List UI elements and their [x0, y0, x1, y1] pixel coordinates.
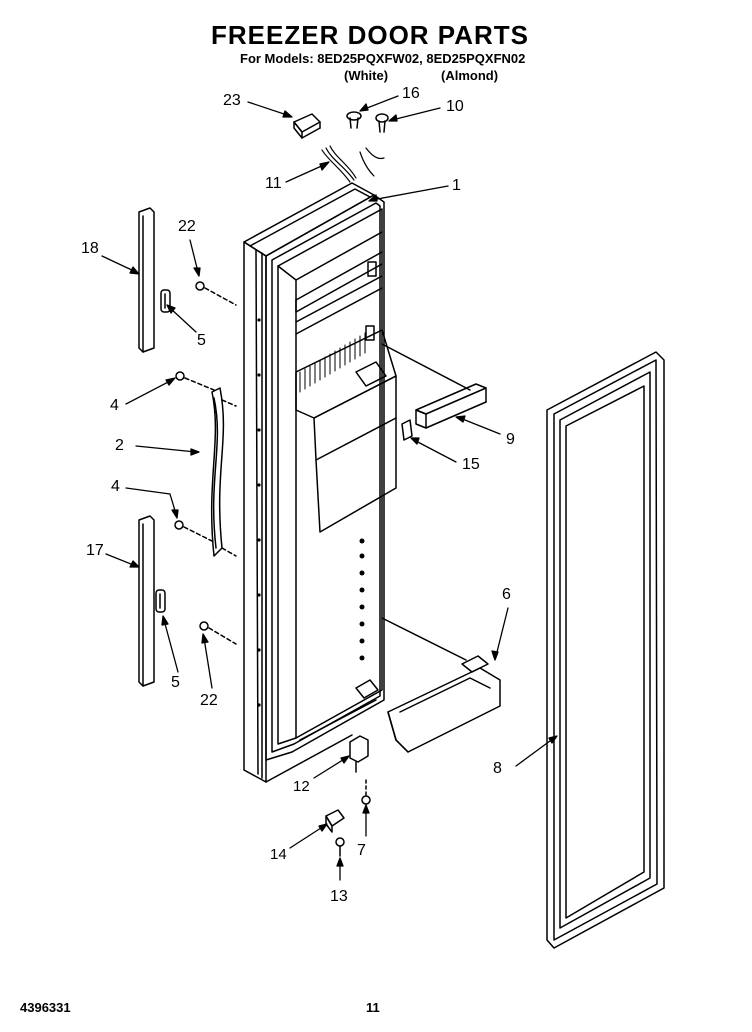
- callout-18: 18: [81, 240, 99, 257]
- dispenser-trim: [381, 343, 487, 429]
- callout-5-upper: 5: [197, 332, 206, 349]
- callout-10: 10: [446, 98, 464, 115]
- wire-connector-plug: [293, 113, 321, 139]
- trim-clip-lower: [155, 589, 166, 613]
- page-number: 11: [366, 1000, 380, 1015]
- screw-13: [335, 837, 345, 857]
- screw-7: [361, 779, 371, 805]
- screw-22-lower: [199, 621, 237, 645]
- door-trim-lower: [138, 515, 155, 687]
- color-almond-label: (Almond): [441, 68, 499, 83]
- callout-11: 11: [265, 175, 282, 192]
- callout-4-upper: 4: [110, 397, 119, 414]
- door-handle: [210, 387, 237, 557]
- callout-9: 9: [506, 431, 515, 448]
- callout-12: 12: [293, 778, 310, 795]
- screw-22-upper: [195, 281, 237, 306]
- dispenser-clip: [401, 419, 413, 441]
- callout-15: 15: [462, 456, 480, 473]
- callout-22-upper: 22: [178, 218, 196, 235]
- trim-clip-upper: [160, 289, 171, 313]
- callout-16: 16: [402, 85, 420, 102]
- callout-6: 6: [502, 586, 511, 603]
- door-trim-upper: [138, 207, 155, 353]
- door-shelf-bin: [381, 617, 501, 753]
- callout-4-lower: 4: [111, 478, 120, 495]
- callout-17: 17: [86, 542, 104, 559]
- page-title: FREEZER DOOR PARTS: [211, 20, 529, 50]
- color-white-label: (White): [344, 68, 389, 83]
- callout-22-lower: 22: [200, 692, 218, 709]
- wire-harness: [321, 145, 385, 183]
- ice-grill: [299, 332, 366, 393]
- screw-10: [375, 113, 389, 133]
- leader-lines: [101, 95, 558, 881]
- callout-13: 13: [330, 888, 348, 905]
- screw-16: [346, 111, 362, 129]
- freezer-door-panel: [243, 182, 397, 783]
- callout-1: 1: [452, 177, 461, 194]
- door-gasket: [546, 351, 665, 949]
- callout-14: 14: [270, 846, 287, 863]
- callout-2: 2: [115, 437, 124, 454]
- bottom-hinge-bracket: [349, 735, 369, 773]
- screw-4-upper: [175, 371, 215, 391]
- hinge-block: [325, 809, 345, 833]
- document-number: 4396331: [20, 1000, 71, 1015]
- callout-7: 7: [357, 842, 366, 859]
- callout-8: 8: [493, 760, 502, 777]
- callout-5-lower: 5: [171, 674, 180, 691]
- shelf-holes: [359, 538, 365, 661]
- callout-23: 23: [223, 92, 241, 109]
- models-line: For Models: 8ED25PQXFW02, 8ED25PQXFN02: [240, 51, 526, 66]
- screw-4-lower: [174, 520, 215, 543]
